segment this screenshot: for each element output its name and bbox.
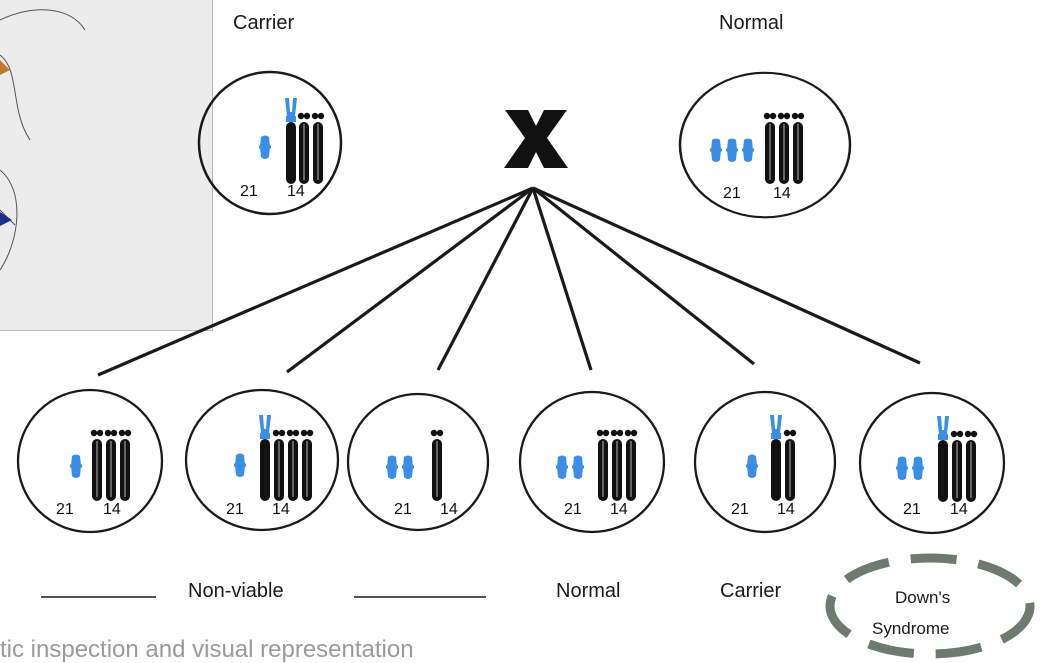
label-14: 14	[777, 501, 795, 518]
line-to-offspring-1	[97, 186, 534, 377]
outcome-carrier: Carrier	[720, 580, 782, 602]
line-to-offspring-2	[286, 186, 534, 374]
parent-carrier-cell: 21 14	[197, 70, 343, 216]
label-21: 21	[240, 183, 258, 200]
partial-caption: tic inspection and visual representation	[0, 636, 414, 663]
offspring-2: 21 14	[184, 388, 340, 532]
label-21: 21	[394, 501, 412, 518]
label-21: 21	[56, 501, 74, 518]
background-window-fragment	[0, 0, 213, 331]
translocation-chromosome	[285, 98, 297, 184]
offspring-6: 21 14	[858, 391, 1006, 535]
label-14: 14	[440, 501, 458, 518]
label-21: 21	[731, 501, 749, 518]
label-21: 21	[226, 501, 244, 518]
line-to-offspring-6	[532, 186, 921, 365]
label-21: 21	[903, 501, 921, 518]
outcome-normal: Normal	[556, 580, 621, 602]
label-14: 14	[610, 501, 628, 518]
parent-normal-cell: 21 14	[678, 71, 852, 219]
chr21-single	[259, 135, 271, 159]
outcome-downs-line2: Syndrome	[872, 619, 950, 638]
offspring-3: 21 14	[346, 392, 490, 532]
outcome-nonviable: Non-viable	[188, 580, 284, 602]
parent-right-label: Normal	[719, 12, 784, 34]
label-14: 14	[773, 185, 791, 202]
line-to-offspring-5	[532, 186, 755, 366]
offspring-4: 21 14	[518, 390, 666, 534]
label-14: 14	[272, 501, 290, 518]
line-to-offspring-4	[531, 187, 593, 371]
cross-symbol	[504, 110, 568, 168]
chr14	[297, 112, 311, 184]
offspring-5: 21 14	[693, 390, 837, 534]
label-14: 14	[950, 501, 968, 518]
background-window-art	[0, 9, 86, 271]
offspring-1: 21 14	[16, 388, 164, 534]
label-14: 14	[287, 183, 305, 200]
chr14	[311, 112, 325, 184]
label-14: 14	[103, 501, 121, 518]
downs-highlight-circle	[825, 553, 1035, 659]
line-to-offspring-3	[436, 187, 535, 371]
cross-lines	[97, 186, 921, 377]
label-21: 21	[564, 501, 582, 518]
label-21: 21	[723, 185, 741, 202]
parent-left-label: Carrier	[233, 12, 295, 34]
outcome-downs-line1: Down's	[895, 588, 951, 607]
